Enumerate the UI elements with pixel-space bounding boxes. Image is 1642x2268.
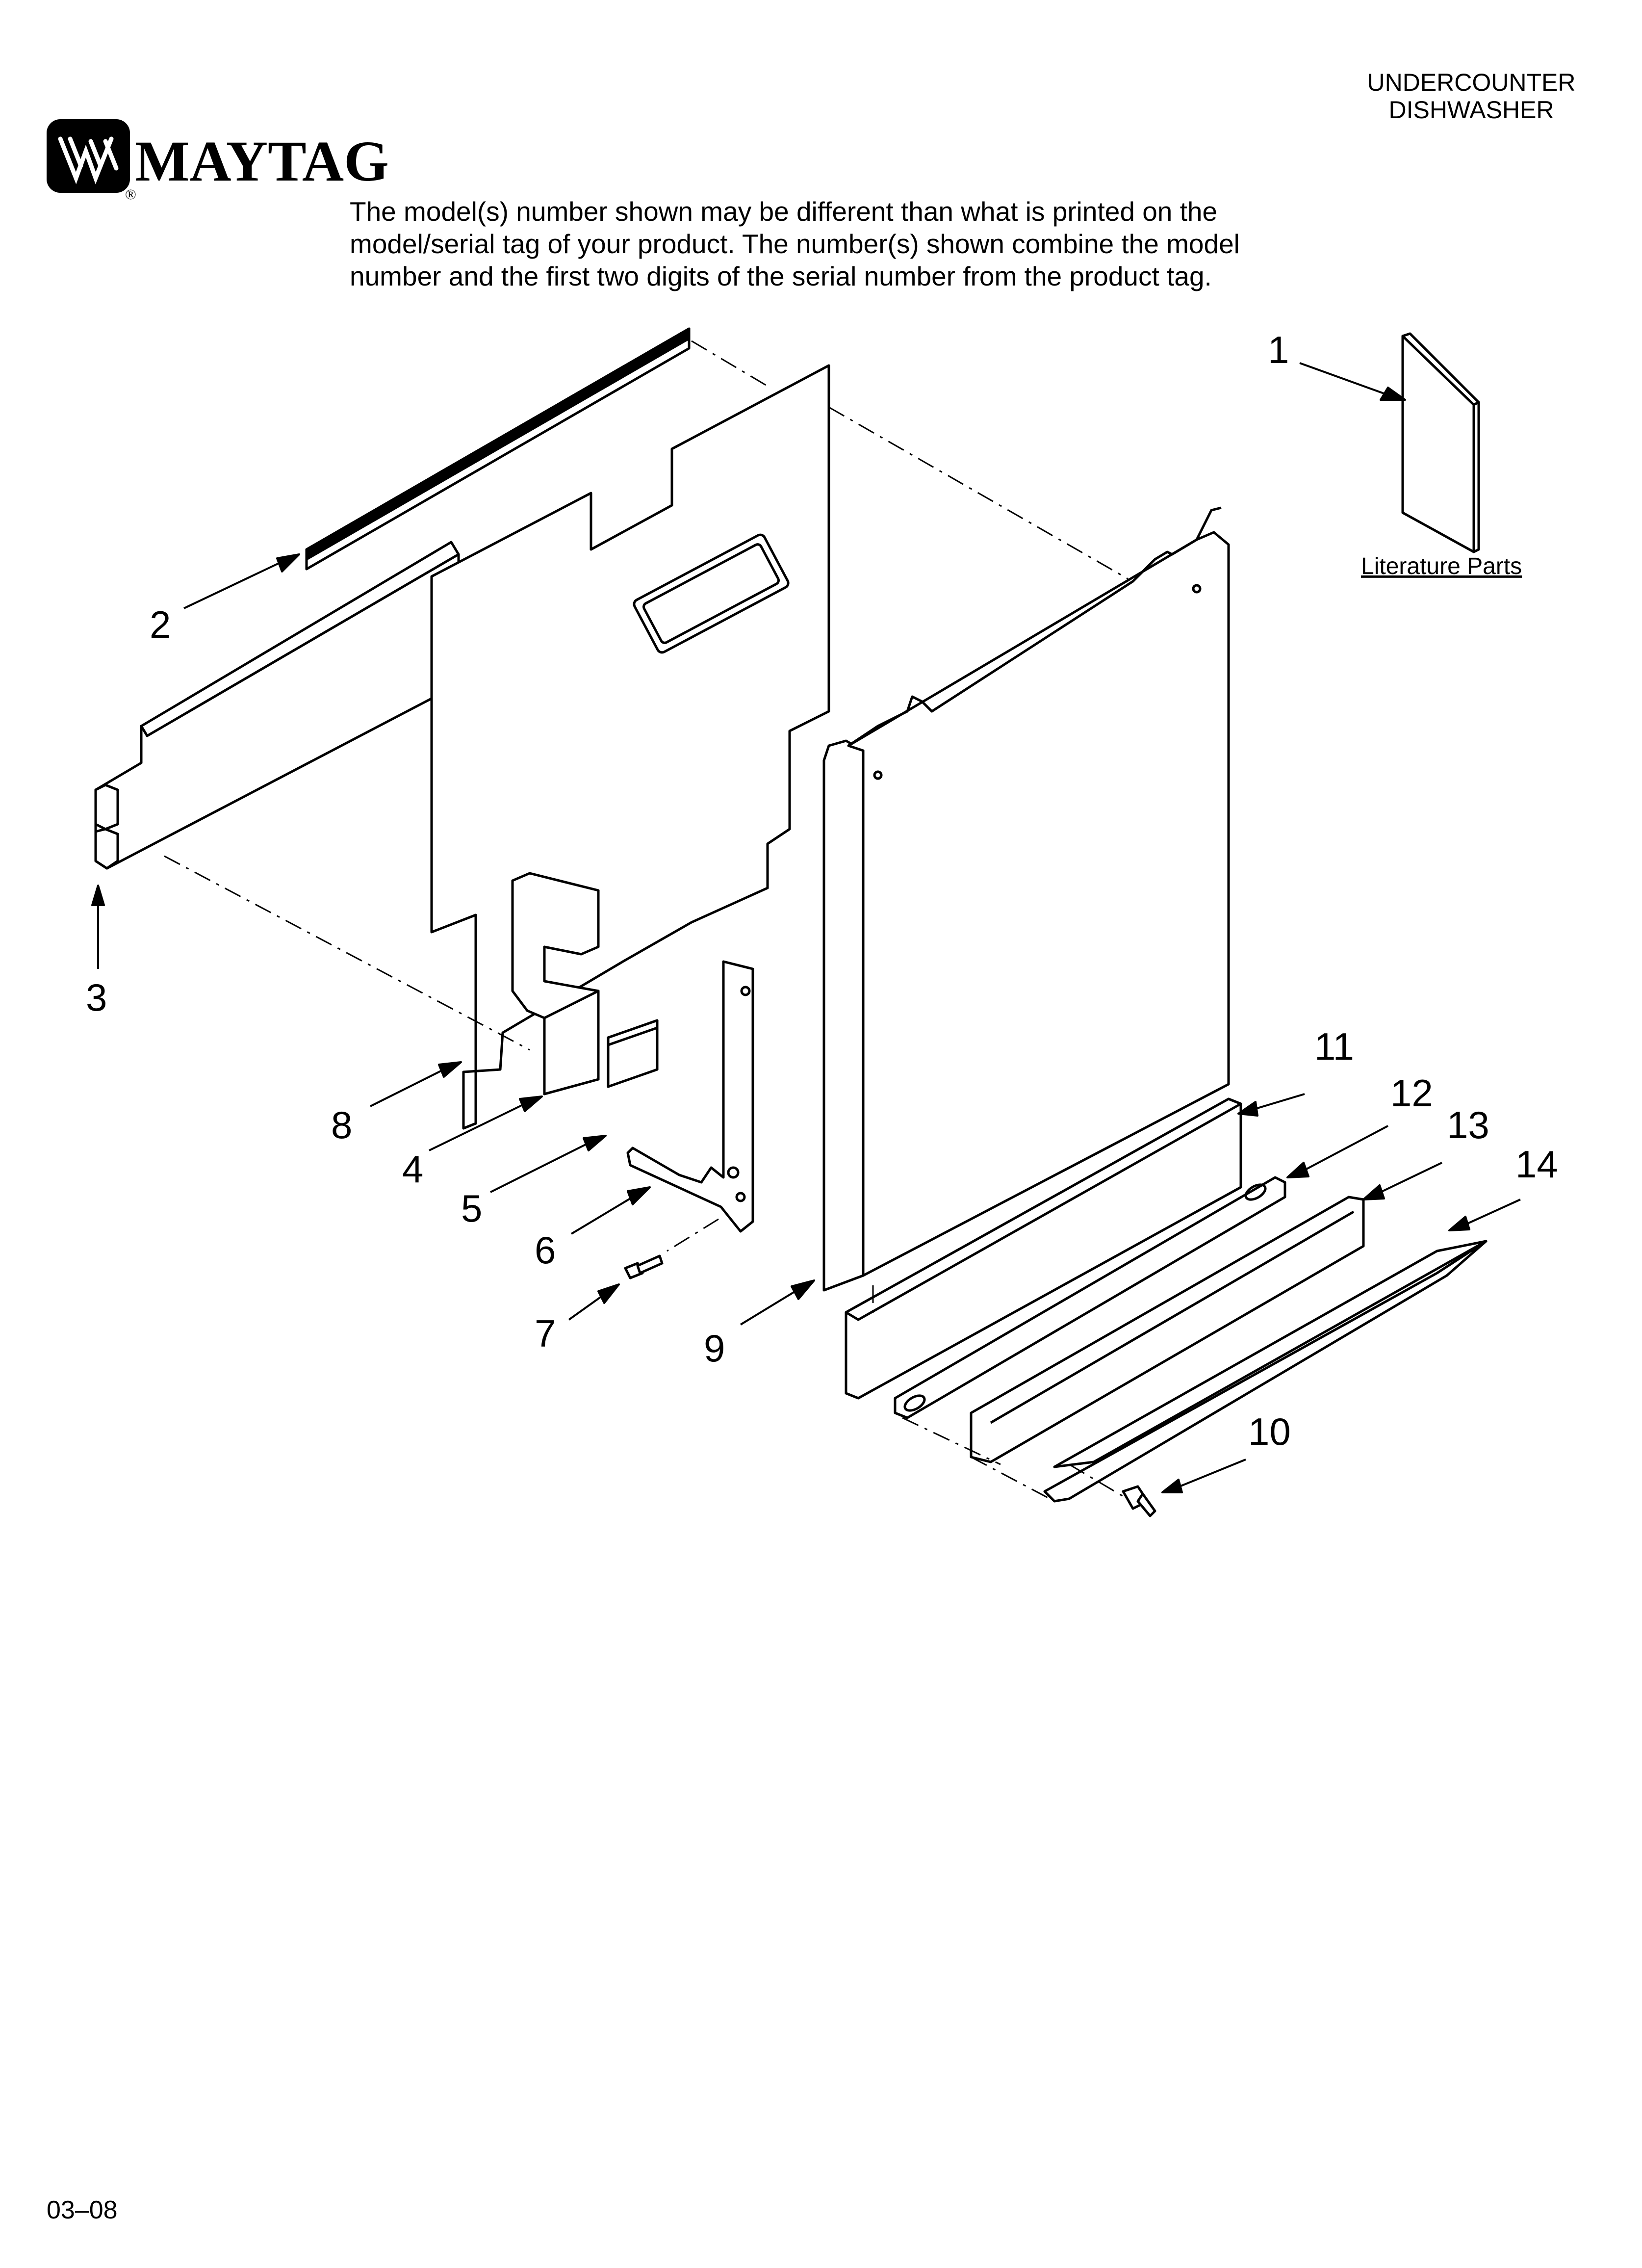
part-5-pad: [607, 1019, 659, 1088]
callout-12: 12: [1390, 1071, 1433, 1115]
product-title-line2: DISHWASHER: [1388, 96, 1554, 124]
part-7-screw: [624, 1254, 664, 1279]
part-10-screw: [1122, 1485, 1156, 1517]
notice-line: The model(s) number shown may be differe…: [350, 196, 1218, 227]
callout-3: 3: [86, 976, 107, 1019]
callout-9: 9: [704, 1327, 725, 1370]
notice-line: number and the first two digits of the s…: [350, 261, 1212, 291]
part-6-hinge-bracket: [626, 960, 754, 1233]
part-8-insulation-panel: [430, 364, 830, 1130]
part-4-block: [511, 872, 600, 1095]
product-title-line1: UNDERCOUNTER: [1367, 69, 1576, 96]
callout-8: 8: [331, 1103, 352, 1147]
part-14-toe-kick: [1043, 1240, 1488, 1503]
notice-line: model/serial tag of your product. The nu…: [350, 229, 1240, 259]
callout-7: 7: [535, 1312, 556, 1355]
literature-parts-label: Literature Parts: [1361, 553, 1522, 579]
callout-leaders: [91, 362, 1521, 1493]
product-title: UNDERCOUNTER DISHWASHER: [1324, 69, 1618, 124]
callout-1: 1: [1268, 328, 1289, 371]
callout-5: 5: [461, 1187, 482, 1230]
callout-13: 13: [1447, 1103, 1489, 1147]
maytag-logo: MAYTAG ®: [47, 119, 389, 203]
part-3-side-panel: [94, 541, 460, 870]
svg-text:MAYTAG: MAYTAG: [135, 129, 389, 193]
callout-2: 2: [150, 603, 171, 646]
callout-14: 14: [1515, 1143, 1558, 1186]
part-2-strip: [305, 327, 691, 571]
model-number-notice: The model(s) number shown may be differe…: [350, 195, 1331, 292]
callout-10: 10: [1248, 1410, 1291, 1453]
page-code: 03–08: [47, 2196, 118, 2224]
part-9-door-panel: [822, 506, 1230, 1292]
callout-11: 11: [1314, 1025, 1354, 1068]
callout-4: 4: [402, 1147, 423, 1191]
part-12-bottom-strip: [894, 1176, 1286, 1419]
part-11-trim-bar: [845, 1097, 1242, 1400]
callout-6: 6: [535, 1228, 556, 1272]
part-1-literature: [1401, 332, 1480, 553]
svg-text:®: ®: [125, 186, 136, 203]
